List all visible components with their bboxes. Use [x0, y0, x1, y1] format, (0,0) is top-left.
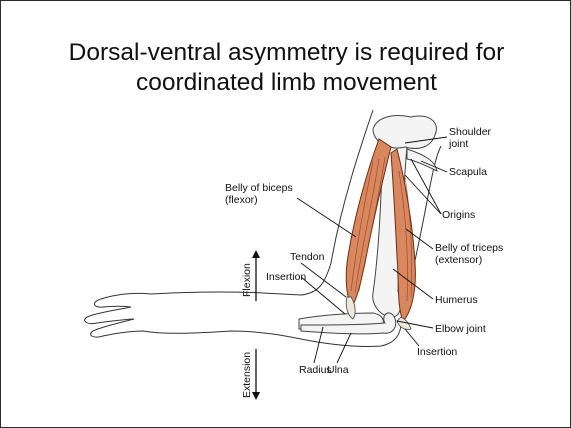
label-extension: Extension [241, 352, 253, 398]
label-shoulder-joint-1: Shoulder [449, 126, 492, 138]
label-belly-biceps-2: (flexor) [225, 194, 258, 206]
label-scapula: Scapula [449, 166, 487, 178]
label-belly-biceps-1: Belly of biceps [225, 182, 293, 194]
label-elbow-joint: Elbow joint [435, 323, 486, 335]
label-tendon: Tendon [290, 251, 325, 263]
label-humerus: Humerus [435, 294, 478, 306]
label-flexion: Flexion [241, 263, 253, 297]
label-origins: Origins [442, 209, 475, 221]
label-ulna: Ulna [327, 364, 349, 376]
extension-arrow [252, 349, 260, 400]
label-belly-triceps-2: (extensor) [435, 254, 482, 266]
label-insertion-triceps: Insertion [417, 346, 457, 358]
label-shoulder-joint-2: joint [448, 138, 468, 150]
label-insertion-biceps: Insertion [266, 271, 306, 283]
label-belly-triceps-1: Belly of triceps [435, 242, 503, 254]
